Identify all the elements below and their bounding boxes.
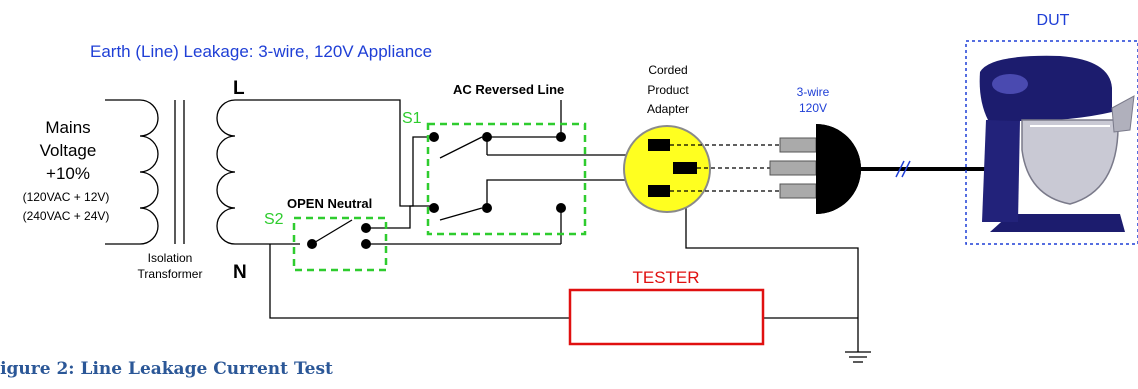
neutral-terminal-label: N (233, 262, 247, 283)
s1-tag: S1 (402, 110, 422, 127)
s2-label: OPEN Neutral (287, 196, 372, 211)
adapter-label-1: Corded (648, 63, 687, 77)
line-terminal-label: L (233, 78, 245, 99)
tester-box (568, 288, 765, 346)
circuit-wiring (235, 99, 871, 363)
switch-contacts (307, 132, 566, 249)
dut-box (965, 40, 1138, 245)
s1-switch-box (426, 122, 587, 236)
mains-line-3: +10% (46, 164, 90, 183)
three-wire-plug (769, 124, 990, 214)
mains-line-2: Voltage (40, 141, 97, 160)
dut-label: DUT (1037, 12, 1070, 29)
isolation-transformer (105, 99, 236, 245)
adapter-plug-connections (670, 144, 780, 192)
s1-label: AC Reversed Line (453, 82, 564, 97)
mains-note-1: (120VAC + 12V) (23, 190, 110, 204)
mains-note-2: (240VAC + 24V) (23, 209, 110, 223)
figure-caption: Figure 2: Line Leakage Current Test (0, 359, 333, 379)
tester-label: TESTER (632, 268, 699, 287)
adapter-label-2: Product (647, 83, 689, 97)
corded-product-adapter (623, 125, 711, 213)
transformer-label-2: Transformer (138, 267, 203, 281)
mains-line-1: Mains (45, 118, 90, 137)
diagram-title: Earth (Line) Leakage: 3-wire, 120V Appli… (90, 42, 432, 61)
plug-label-1: 3-wire (797, 85, 830, 99)
s2-tag: S2 (264, 211, 284, 228)
plug-label-2: 120V (799, 101, 827, 115)
transformer-label-1: Isolation (148, 251, 193, 265)
hidden-path (561, 137, 585, 244)
mains-source-label: Mains Voltage +10% (120VAC + 12V) (240VA… (23, 118, 110, 223)
stand-mixer-image (979, 55, 1135, 232)
adapter-label-3: Adapter (647, 102, 689, 116)
